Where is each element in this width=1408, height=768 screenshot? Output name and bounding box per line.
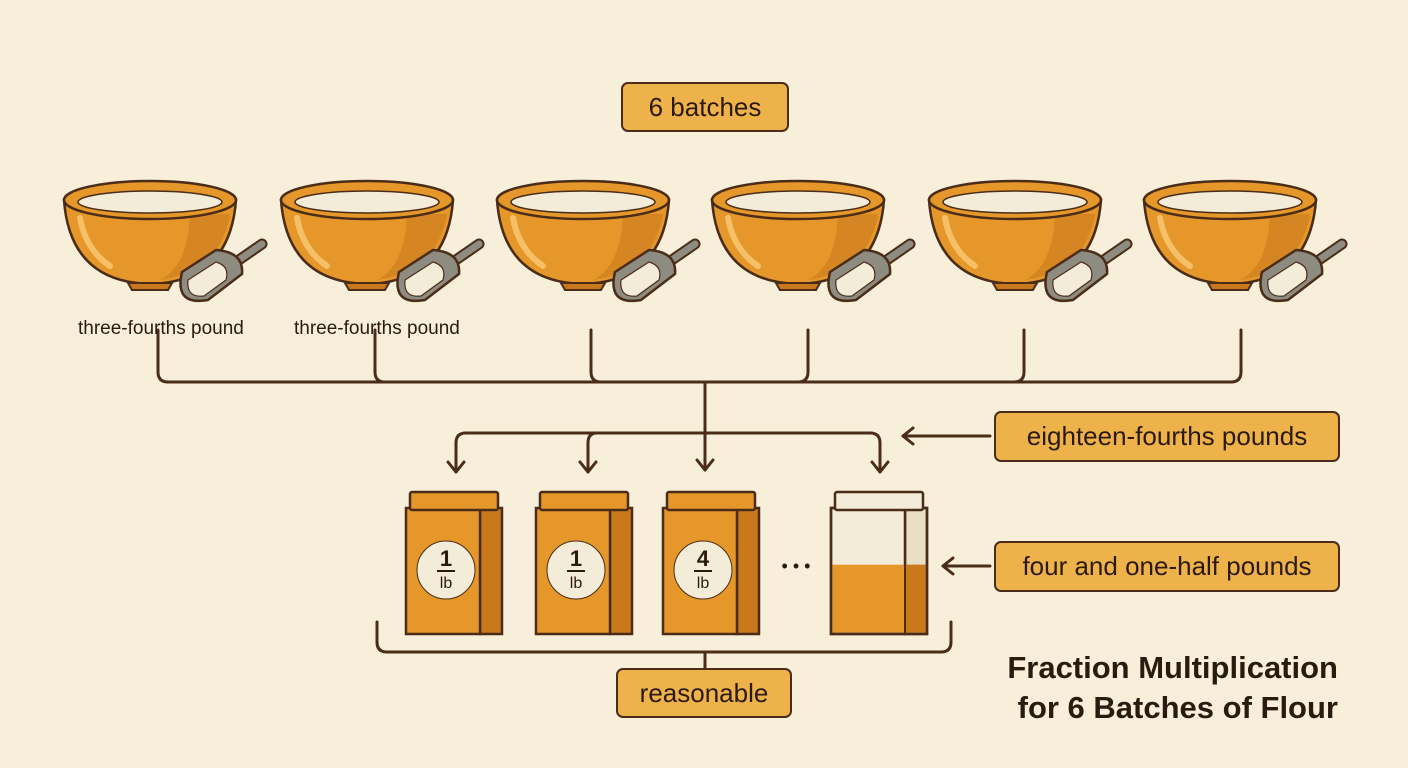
bowls-row [62, 179, 1348, 303]
arrow-down-icon [870, 460, 890, 474]
bowl-shade [593, 214, 663, 280]
bag-top-fold [538, 490, 630, 512]
scoop-icon [612, 238, 701, 303]
bowl-group [279, 179, 485, 303]
bowl-group [927, 179, 1133, 303]
arrow-down-icon [695, 458, 715, 472]
bag-fill-side [905, 564, 926, 633]
bowl-group [1142, 179, 1348, 303]
bowl-highlight [77, 215, 113, 269]
flour-bag: 4 lb [661, 490, 761, 636]
bowl-shade [377, 214, 447, 280]
bags-row: 1 lb 1 lb 4 lb • • • [404, 490, 929, 636]
partial-flour-bag [829, 490, 929, 636]
bag-top-fold [665, 490, 757, 512]
bowl-base [774, 282, 822, 291]
bowl-group [710, 179, 916, 303]
title-line-1: Fraction Multiplication [1007, 650, 1338, 685]
four-and-one-half-badge: four and one-half pounds [994, 541, 1340, 592]
bowl-shade [808, 214, 878, 280]
flour-icon [942, 190, 1088, 214]
branch-line-2 [586, 431, 599, 474]
bag-side [735, 506, 761, 636]
bag-amount: 4 [697, 546, 710, 571]
bowl-label-2: three-fourths pound [294, 318, 460, 339]
bag-amount: 1 [570, 546, 582, 571]
bag-unit: lb [570, 575, 583, 592]
bag-unit: lb [697, 575, 710, 592]
bowl-stem-line [589, 328, 603, 384]
flour-icon [1157, 190, 1303, 214]
bowl-group [495, 179, 701, 303]
bag-side [478, 506, 504, 636]
flour-icon [77, 190, 223, 214]
bowl-group [62, 179, 268, 303]
bowl-highlight [510, 215, 546, 269]
scoop-icon [396, 238, 485, 303]
bowl-base [343, 282, 391, 291]
bowl-highlight [725, 215, 761, 269]
bowl-stem-line [1229, 328, 1243, 384]
distribution-bar-line [464, 431, 882, 474]
bottom-bracket-line [375, 620, 953, 654]
scoop-icon [1044, 238, 1133, 303]
arrow-down-icon [446, 460, 466, 474]
arrow-left-icon [901, 426, 915, 446]
bowl-label-1: three-fourths pound [78, 318, 244, 339]
bowl-highlight [942, 215, 978, 269]
bag-unit: lb [440, 575, 453, 592]
bowl-shade [1025, 214, 1095, 280]
bowl-shade [1240, 214, 1310, 280]
bowl-highlight [1157, 215, 1193, 269]
arrow-down-icon [578, 460, 598, 474]
bowl-base [1206, 282, 1254, 291]
bowl-base [126, 282, 174, 291]
ellipsis-icon: • • • [782, 556, 811, 576]
flour-bag: 1 lb [404, 490, 504, 636]
bowl-base [991, 282, 1039, 291]
bag-amount: 1 [440, 546, 452, 571]
bowl-highlight [294, 215, 330, 269]
connector-lines [156, 328, 1243, 670]
bowl-shade [160, 214, 230, 280]
bowl-base [559, 282, 607, 291]
branch-line-1 [454, 431, 468, 474]
flour-icon [294, 190, 440, 214]
title-line-2: for 6 Batches of Flour [1017, 690, 1338, 725]
bowl-stem-line [796, 328, 810, 384]
reasonable-badge: reasonable [616, 668, 792, 718]
diagram-title: Fraction Multiplication for 6 Batches of… [1007, 648, 1338, 728]
bag-side [608, 506, 634, 636]
bag-top-fold [408, 490, 500, 512]
bowl-stem-line [1012, 328, 1026, 384]
bowl-stem-line [156, 328, 170, 384]
batches-badge: 6 batches [621, 82, 789, 132]
scoop-icon [827, 238, 916, 303]
flour-icon [510, 190, 656, 214]
eighteen-fourths-badge: eighteen-fourths pounds [994, 411, 1340, 462]
flour-icon [725, 190, 871, 214]
arrow-left-icon [941, 556, 955, 576]
scoop-icon [179, 238, 268, 303]
flour-bag: 1 lb [534, 490, 634, 636]
scoop-icon [1259, 238, 1348, 303]
bag-top-fold [833, 490, 925, 512]
